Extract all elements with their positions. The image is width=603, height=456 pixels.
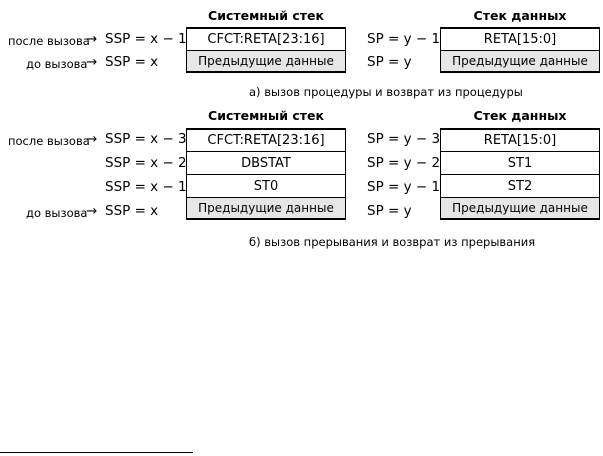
diagram-a-caption: а) вызов процедуры и возврат из процедур… bbox=[249, 85, 523, 99]
diagram-b-ssp-x: SSP = x bbox=[105, 203, 159, 219]
diagram-a-ssp-before: SSP = x bbox=[105, 54, 159, 70]
diagram-a-data-cell-reta-low: RETA[15:0] bbox=[440, 27, 600, 50]
diagram-b-ssp-x-minus-3: SSP = x − 3 bbox=[105, 131, 187, 147]
diagram-a-data-stack-title: Стек данных bbox=[473, 8, 567, 23]
diagram-b-sys-cell-previous: Предыдущие данные bbox=[186, 197, 346, 220]
diagram-b-data-cell-st2: ST2 bbox=[440, 174, 600, 197]
arrow-icon: → bbox=[86, 54, 98, 70]
diagram-b-data-stack-title: Стек данных bbox=[473, 108, 567, 123]
diagram-a-system-stack-title: Системный стек bbox=[208, 8, 324, 23]
diagram-a-sp-after: SP = y − 1 bbox=[367, 31, 441, 47]
diagram-b-sys-cell-dbstat: DBSTAT bbox=[186, 151, 346, 174]
diagram-a-sys-cell-reta-high: CFCT:RETA[23:16] bbox=[186, 27, 346, 50]
diagram-a-before-call-label: до вызова bbox=[26, 57, 88, 71]
diagram-b-system-stack-title: Системный стек bbox=[208, 108, 324, 123]
diagram-b-sp-y: SP = y bbox=[367, 203, 412, 219]
diagram-a-data-cell-previous: Предыдущие данные bbox=[440, 50, 600, 73]
diagram-a-sp-before: SP = y bbox=[367, 54, 412, 70]
diagram-b-sp-y-minus-1: SP = y − 1 bbox=[367, 179, 441, 195]
arrow-icon: → bbox=[86, 31, 98, 47]
diagram-b-ssp-x-minus-2: SSP = x − 2 bbox=[105, 155, 187, 171]
diagram-a-after-call-label: после вызова bbox=[8, 34, 90, 48]
diagram-b-ssp-x-minus-1: SSP = x − 1 bbox=[105, 179, 187, 195]
diagram-a-ssp-after: SSP = x − 1 bbox=[105, 31, 187, 47]
footnote-divider bbox=[0, 452, 193, 453]
diagram-b-caption: б) вызов прерывания и возврат из прерыва… bbox=[249, 235, 536, 249]
diagram-b-sys-cell-reta-high: CFCT:RETA[23:16] bbox=[186, 128, 346, 151]
diagram-b-before-call-label: до вызова bbox=[26, 206, 88, 220]
arrow-icon: → bbox=[86, 203, 98, 219]
diagram-b-data-cell-st1: ST1 bbox=[440, 151, 600, 174]
diagram-b-data-cell-previous: Предыдущие данные bbox=[440, 197, 600, 220]
diagram-b-after-call-label: после вызова bbox=[8, 134, 90, 148]
arrow-icon: → bbox=[86, 131, 98, 147]
diagram-b-sp-y-minus-2: SP = y − 2 bbox=[367, 155, 441, 171]
diagram-b-data-cell-reta-low: RETA[15:0] bbox=[440, 128, 600, 151]
diagram-b-sp-y-minus-3: SP = y − 3 bbox=[367, 131, 441, 147]
diagram-b-sys-cell-st0: ST0 bbox=[186, 174, 346, 197]
diagram-a-sys-cell-previous: Предыдущие данные bbox=[186, 50, 346, 73]
